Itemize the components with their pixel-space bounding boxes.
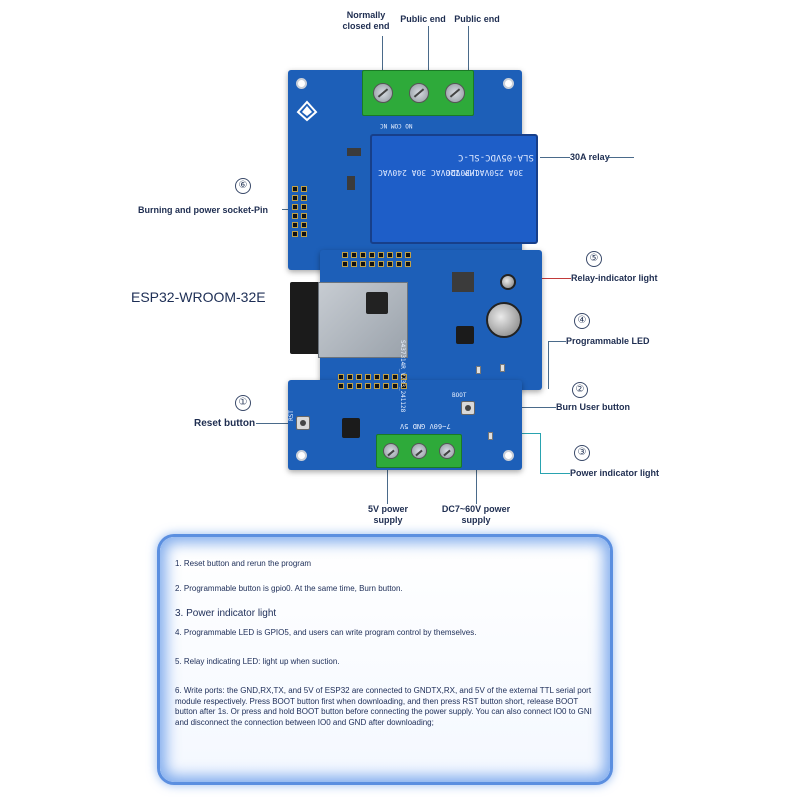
leader-normally-closed (382, 36, 383, 72)
leader-5v (387, 468, 388, 504)
esp32-module (318, 282, 408, 358)
relay-label: 30A relay (570, 152, 610, 162)
notes-panel: 1. Reset button and rerun the program 2.… (160, 537, 610, 782)
esp32-antenna (290, 282, 320, 354)
regulator-chip (456, 326, 474, 344)
logo-icon (296, 100, 318, 122)
resistor-1 (347, 176, 355, 190)
public-end-label-1: Public end (400, 14, 446, 24)
leader-power-ind (540, 473, 570, 474)
supply-5v-label: 5V power supply (367, 504, 408, 526)
relay-text-1: SLA-05VDC-SL-C (458, 152, 534, 162)
callout-number-4: ④ (574, 313, 590, 329)
screw-5v (383, 443, 399, 459)
transistor (342, 418, 360, 438)
note-4: 4. Programmable LED is GPIO5, and users … (175, 628, 477, 637)
leader-relay-indicator (537, 278, 571, 279)
inductor (452, 272, 474, 292)
terminal-top-silk: NO COM NC (380, 122, 413, 129)
note-1: 1. Reset button and rerun the program (175, 559, 312, 568)
callout-number-1: ① (235, 395, 251, 411)
screw-gnd (411, 443, 427, 459)
relay-indicator-label: Relay-indicator light (571, 273, 658, 283)
relay-component: SLA-05VDC-SL-C 30A 250VAC/30VDC 1HP 120V… (370, 134, 538, 244)
leader-relay-2 (606, 157, 634, 158)
screw-com (409, 83, 429, 103)
mount-hole-tr (503, 78, 514, 89)
leader-prog-led (548, 341, 566, 342)
programmable-led-label: Programmable LED (566, 336, 650, 346)
burning-pin-header (292, 186, 307, 237)
leader-public-2 (468, 26, 469, 72)
reset-button-label: Reset button (194, 418, 256, 429)
mount-hole-tl (296, 78, 307, 89)
note-2: 2. Programmable button is gpio0. At the … (175, 584, 403, 593)
leader-power-ind-v (540, 433, 541, 474)
relay-indicator-led (500, 364, 505, 372)
leader-reset (256, 423, 294, 424)
burning-socket-label: Burning and power socket-Pin (138, 205, 269, 215)
callout-number-5: ⑤ (586, 251, 602, 267)
reset-push-button[interactable] (296, 416, 310, 430)
note-5: 5. Relay indicating LED: light up when s… (175, 657, 340, 666)
leader-dc (476, 468, 477, 504)
programmable-led (476, 366, 481, 374)
public-end-label-2: Public end (454, 14, 500, 24)
leader-prog-led-v (548, 341, 549, 389)
boot-silk: BOOT (452, 392, 467, 399)
supply-dc-label: DC7~60V power supply (441, 504, 511, 526)
mount-hole-bl (296, 450, 307, 461)
leader-relay (540, 157, 570, 158)
relay-text-3: 1HP 120VAC 30A 240VAC (378, 168, 480, 177)
capacitor-large (486, 302, 522, 338)
relay-output-terminal (362, 70, 474, 116)
burn-user-button-label: Burn User button (556, 402, 630, 412)
normally-closed-label: Normally closed end (342, 10, 390, 32)
callout-number-2: ② (572, 382, 588, 398)
screw-nc (373, 83, 393, 103)
gpio-header-bottom (338, 374, 407, 389)
power-indicator-label: Power indicator light (570, 468, 660, 478)
boot-button[interactable] (461, 401, 475, 415)
callout-number-3: ③ (574, 445, 590, 461)
power-input-terminal (376, 434, 462, 468)
capacitor-small (500, 274, 516, 290)
gpio-header-top (342, 252, 411, 267)
note-3: 3. Power indicator light (175, 608, 277, 619)
power-terminal-silk: 7~60V GND 5V (400, 422, 451, 430)
rst-silk: RST (287, 410, 295, 421)
diode (347, 148, 361, 156)
leader-public-1 (428, 26, 429, 72)
qr-code (366, 292, 388, 314)
screw-no (445, 83, 465, 103)
screw-vin (439, 443, 455, 459)
mount-hole-br (503, 450, 514, 461)
esp32-label: ESP32-WROOM-32E (131, 289, 266, 305)
callout-number-6: ⑥ (235, 178, 251, 194)
part-number-silk: S437314R_V733_241128 (399, 340, 406, 413)
power-indicator-led (488, 432, 493, 440)
leader-power-ind-h2 (520, 433, 541, 434)
note-6: 6. Write ports: the GND,RX,TX, and 5V of… (175, 686, 592, 727)
